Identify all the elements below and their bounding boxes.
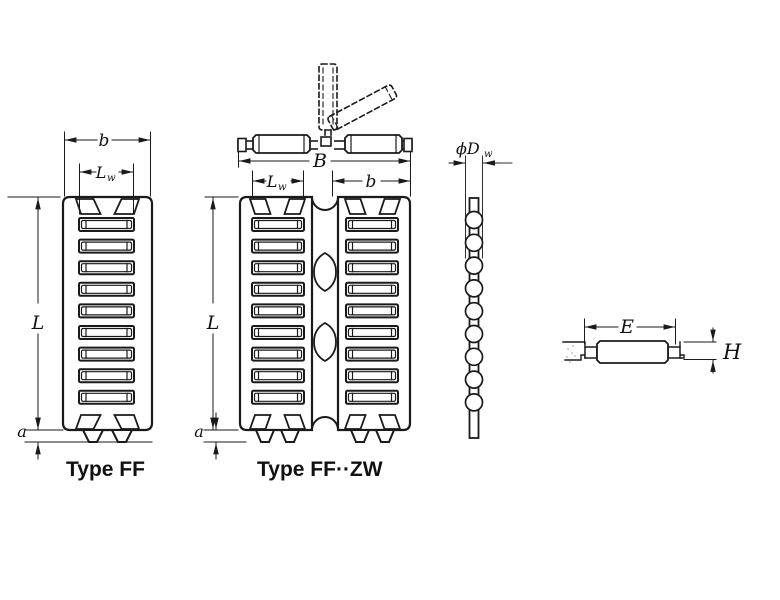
ff-dim-l-label: L (31, 312, 45, 334)
side-roller-ball (464, 256, 484, 275)
roller-window (345, 389, 399, 405)
ffzw-dim-B-label: B (312, 150, 327, 172)
side-dim-dw-sub: w (484, 149, 493, 160)
side-roller-ball (464, 347, 484, 367)
side-roller-ball (464, 370, 484, 389)
ffzw-dim-lw (252, 170, 304, 197)
roller-window (345, 303, 399, 319)
roller-window (78, 389, 135, 405)
roller-window (78, 260, 135, 276)
ff-dim-lw-sub: w (107, 173, 116, 184)
ffzw-phantom-roller-inclined (327, 84, 398, 131)
roller-window (345, 325, 399, 340)
roller-window (251, 389, 305, 405)
ffzw-centre-bottom-arc (310, 416, 340, 432)
side-dim-dw (448, 155, 513, 259)
roller-window (78, 281, 135, 297)
ff-dim-a-label: a (17, 422, 27, 441)
ffzw-topview-roller-left (252, 134, 311, 154)
roller-window (251, 303, 305, 319)
ff-caption: Type FF (66, 458, 145, 481)
roller-dim-e-label: E (619, 316, 634, 338)
ffzw-dim-B (238, 151, 411, 197)
figure-roller-detail: E H (562, 316, 742, 374)
ff-dim-lw (79, 163, 134, 215)
ffzw-centre-lens-1 (313, 251, 337, 293)
side-roller-ball (464, 210, 484, 230)
ffzw-dim-b (332, 170, 411, 197)
ffzw-dim-lw-label: L (266, 172, 278, 191)
roller-dim-h-label: H (722, 340, 742, 364)
roller-window (78, 217, 135, 232)
ffzw-dim-l (203, 196, 239, 431)
figure-side-view: ϕD w (448, 139, 513, 439)
ffzw-right-roller-windows (345, 217, 399, 405)
roller-window (345, 238, 399, 254)
roller-window (78, 368, 135, 384)
roller-window (251, 281, 305, 297)
roller-window (345, 217, 399, 232)
roller-window (251, 238, 305, 254)
side-dim-dw-label: ϕD (456, 139, 480, 158)
roller-window (345, 260, 399, 276)
ffzw-dim-lw-sub: w (278, 182, 287, 193)
ffzw-centre-top-arc (310, 195, 340, 211)
roller-window (78, 325, 135, 340)
ff-dim-lw-label: L (95, 163, 107, 182)
side-roller-ball (464, 301, 484, 321)
ffzw-dim-l-label: L (206, 312, 220, 334)
roller-window (251, 368, 305, 384)
roller-window (345, 281, 399, 297)
side-roller-ball (464, 279, 484, 298)
roller-window (78, 346, 135, 362)
roller-body (596, 340, 669, 364)
roller-window (251, 346, 305, 362)
ffzw-top-view (237, 134, 413, 154)
roller-journal-right (667, 346, 681, 359)
side-roller-ball (464, 233, 484, 253)
ffzw-insertion-notch (320, 136, 332, 147)
ffzw-centre-lens-2 (313, 321, 337, 363)
ffzw-dim-a (203, 412, 247, 460)
ff-dim-b-label: b (99, 131, 110, 151)
side-roller-ball (464, 324, 484, 344)
roller-window (251, 260, 305, 276)
ff-dim-b (64, 131, 151, 197)
roller-dim-e (584, 318, 676, 345)
side-roller-ball (464, 393, 484, 412)
ffzw-dim-b-label: b (366, 172, 377, 192)
ffzw-left-roller-windows (251, 217, 305, 405)
ffzw-top-cutouts (248, 198, 402, 215)
ffzw-dim-a-label: a (194, 422, 204, 441)
ffzw-phantom-roller-vertical (318, 63, 338, 137)
ff-feet (81, 429, 134, 443)
figure-type-ffzw: B L w b (194, 63, 413, 481)
roller-window (251, 325, 305, 340)
roller-window (345, 368, 399, 384)
roller-window (251, 217, 305, 232)
roller-window (345, 346, 399, 362)
roller-stipple (566, 345, 576, 363)
figure-type-ff: b L w L a Type FF (7, 131, 154, 481)
roller-window (78, 303, 135, 319)
ffzw-caption: Type FF··ZW (257, 458, 383, 481)
ff-dim-a (24, 412, 153, 460)
roller-window (78, 238, 135, 254)
side-roller-balls (464, 210, 484, 412)
ffzw-topview-roller-right (344, 134, 403, 154)
ff-roller-windows (78, 217, 135, 405)
ffzw-feet (254, 429, 396, 443)
roller-journal-left (584, 346, 598, 359)
